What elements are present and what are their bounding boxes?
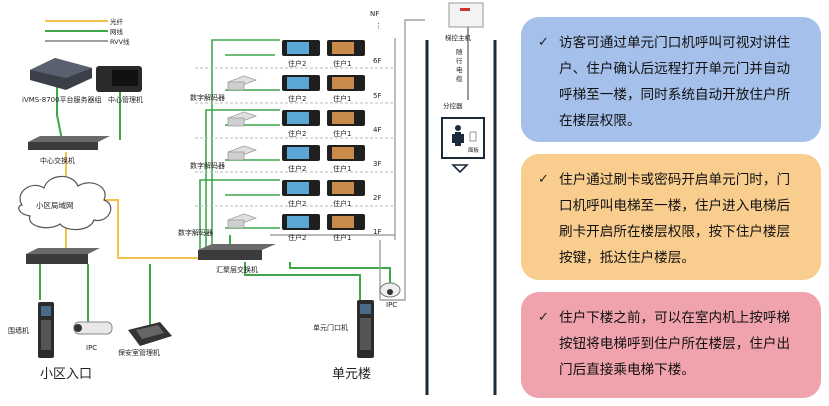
lan-cloud: 小区局域网 bbox=[18, 175, 112, 231]
building-ipc: IPC bbox=[379, 282, 401, 309]
lan-label: 小区局域网 bbox=[36, 200, 74, 210]
household-label: 住户2 bbox=[288, 199, 306, 208]
indoor-monitor: 住户2 bbox=[282, 75, 320, 103]
household-label: 住户1 bbox=[333, 129, 351, 138]
household-label: 住户2 bbox=[288, 233, 306, 242]
core-switch-label: 中心交换机 bbox=[40, 156, 75, 165]
decoder-top: 数字解码器 bbox=[190, 75, 257, 102]
platform-server-label: iVMS-8700平台服务器组 bbox=[22, 95, 102, 104]
aggregation-switch: 汇聚层交换机 bbox=[198, 244, 276, 274]
panel-label: 面板 bbox=[468, 146, 480, 154]
indoor-monitor: 住户1 bbox=[327, 145, 365, 173]
unit-door-label: 单元门口机 bbox=[313, 323, 348, 332]
decoder-bottom-label: 数字解码器 bbox=[178, 228, 213, 237]
indoor-monitor: 住户1 bbox=[327, 40, 365, 68]
connection-lines bbox=[39, 19, 497, 395]
floor-label-6f: 6F bbox=[373, 57, 381, 65]
elevator-host-label: 梯控主机 bbox=[445, 33, 472, 42]
security-console: 保安室管理机 bbox=[118, 322, 172, 357]
distribution-controller: 分控器 bbox=[443, 101, 463, 110]
household-grid: 住户2 住户1 住户2 住户1 住户2 住户1 住户2 住户1 住户2 住户1 住户2 住户1 bbox=[282, 40, 365, 242]
elevator-host: 梯控主机 bbox=[445, 2, 484, 42]
checkmark-icon: ✓ bbox=[538, 310, 549, 325]
legend-network-label: 网线 bbox=[110, 27, 124, 36]
household-label: 住户2 bbox=[288, 94, 306, 103]
info-card-indoor-call: ✓ 住户下楼之前，可以在室内机上按呼梯按钮将电梯呼到住户所在楼层，住户出门后直接… bbox=[521, 292, 821, 398]
core-switch: 中心交换机 bbox=[28, 136, 110, 165]
aggregation-switch-label: 汇聚层交换机 bbox=[216, 265, 258, 274]
indoor-monitor: 住户2 bbox=[282, 180, 320, 208]
floor-label-2f: 2F bbox=[373, 194, 381, 202]
security-console-label: 保安室管理机 bbox=[118, 348, 160, 357]
down-arrow-icon bbox=[451, 164, 469, 174]
household-label: 住户1 bbox=[333, 164, 351, 173]
indoor-monitor: 住户2 bbox=[282, 145, 320, 173]
decoder-mid-label: 数字解码器 bbox=[190, 161, 225, 170]
gate-unit-label: 围墙机 bbox=[8, 326, 29, 335]
floor-labels: NF ⋮ 6F 5F 4F 3F 2F 1F bbox=[370, 10, 382, 236]
indoor-monitor: 住户1 bbox=[327, 75, 365, 103]
floor-dots: ⋮ bbox=[375, 22, 382, 30]
household-label: 住户1 bbox=[333, 59, 351, 68]
decoder-bottom: 数字解码器 bbox=[178, 213, 257, 237]
legend: 光纤 网线 RVV线 bbox=[45, 17, 130, 46]
unit-door-station: 单元门口机 bbox=[313, 300, 374, 358]
info-card-visitor-call: ✓ 访客可通过单元门口机呼叫可视对讲住户、住户确认后远程打开单元门并自动呼梯至一… bbox=[521, 17, 821, 142]
household-label: 住户2 bbox=[288, 59, 306, 68]
indoor-monitor: 住户1 bbox=[327, 214, 365, 242]
platform-server: iVMS-8700平台服务器组 bbox=[22, 58, 102, 104]
elevator-car: 面板 bbox=[441, 117, 485, 174]
info-card-text: 住户通过刷卡或密码开启单元门时，门口机呼叫电梯至一楼，住户进入电梯后刷卡开启所在… bbox=[559, 172, 791, 266]
entrance-switch bbox=[26, 248, 100, 264]
decoder-top-label: 数字解码器 bbox=[190, 93, 225, 102]
floor-label-nf: NF bbox=[370, 10, 379, 18]
indoor-monitor: 住户2 bbox=[282, 110, 320, 138]
decoder-mid-1 bbox=[227, 111, 257, 127]
entrance-ipc: IPC bbox=[73, 321, 113, 352]
trailing-cable: 随 行 电 缆 bbox=[456, 47, 465, 83]
indoor-monitor: 住户1 bbox=[327, 110, 365, 138]
info-card-text: 访客可通过单元门口机呼叫可视对讲住户、住户确认后远程打开单元门并自动呼梯至一楼，… bbox=[559, 35, 791, 129]
indoor-monitor: 住户1 bbox=[327, 180, 365, 208]
household-label: 住户1 bbox=[333, 199, 351, 208]
floor-label-4f: 4F bbox=[373, 126, 381, 134]
gate-unit: 围墙机 bbox=[8, 302, 54, 358]
household-label: 住户2 bbox=[288, 164, 306, 173]
building-label: 单元楼 bbox=[332, 367, 371, 382]
distribution-controller-label: 分控器 bbox=[443, 101, 463, 110]
floor-label-3f: 3F bbox=[373, 160, 381, 168]
indoor-monitor: 住户2 bbox=[282, 40, 320, 68]
floor-label-5f: 5F bbox=[373, 92, 381, 100]
trailing-cable-label: 随 行 电 缆 bbox=[456, 47, 465, 83]
community-entrance-label: 小区入口 bbox=[40, 367, 92, 382]
management-center: 中心管理机 bbox=[96, 66, 143, 104]
household-label: 住户1 bbox=[333, 94, 351, 103]
checkmark-icon: ✓ bbox=[538, 172, 549, 187]
household-label: 住户2 bbox=[288, 129, 306, 138]
legend-rvv-label: RVV线 bbox=[110, 37, 130, 46]
management-center-label: 中心管理机 bbox=[108, 95, 143, 104]
info-card-card-unlock: ✓ 住户通过刷卡或密码开启单元门时，门口机呼叫电梯至一楼，住户进入电梯后刷卡开启… bbox=[521, 154, 821, 280]
checkmark-icon: ✓ bbox=[538, 35, 549, 50]
person-icon bbox=[455, 125, 461, 131]
decoder-mid-2: 数字解码器 bbox=[190, 145, 257, 170]
legend-fiber-label: 光纤 bbox=[110, 17, 124, 26]
info-card-text: 住户下楼之前，可以在室内机上按呼梯按钮将电梯呼到住户所在楼层，住户出门后直接乘电… bbox=[559, 310, 791, 378]
building-ipc-label: IPC bbox=[386, 301, 397, 309]
entrance-ipc-label: IPC bbox=[86, 344, 97, 352]
household-label: 住户1 bbox=[333, 233, 351, 242]
floor-label-1f: 1F bbox=[373, 228, 381, 236]
decoders: 数字解码器 数字解码器 数字解码器 bbox=[178, 75, 257, 237]
elevator-panel bbox=[469, 131, 477, 142]
indoor-monitor: 住户2 bbox=[282, 214, 320, 242]
